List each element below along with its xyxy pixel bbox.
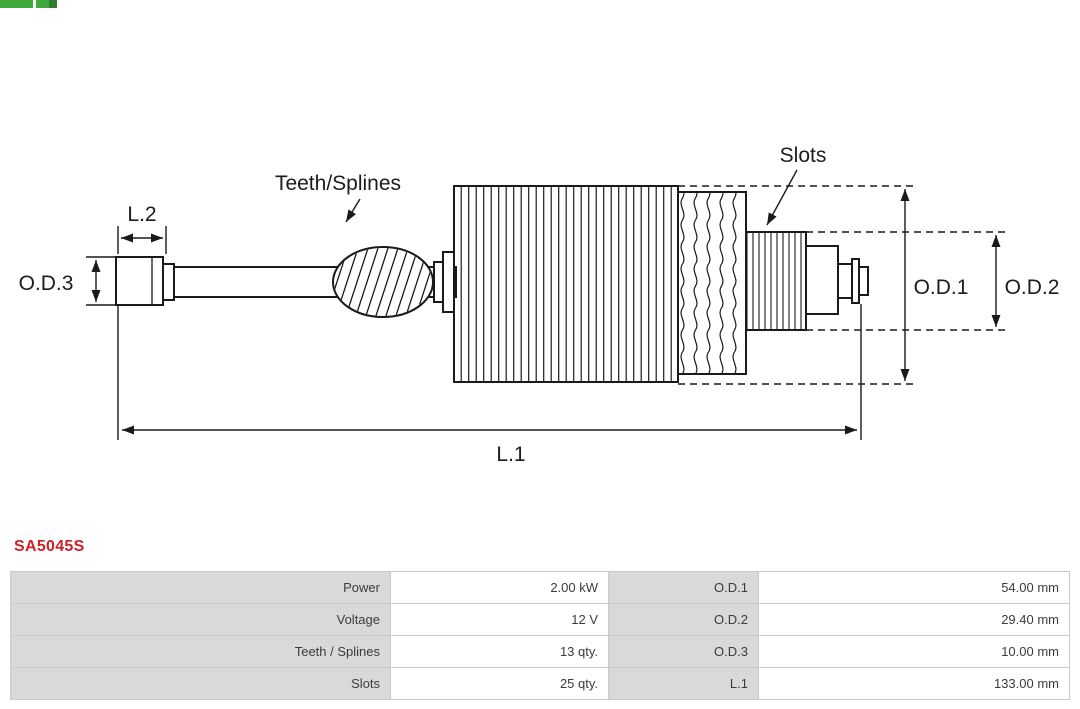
table-row: Voltage 12 V O.D.2 29.40 mm — [10, 603, 1070, 636]
teeth-splines-label: Teeth/Splines — [275, 172, 401, 195]
spec-label: O.D.2 — [608, 603, 759, 636]
spec-value: 29.40 mm — [758, 603, 1070, 636]
table-row: Teeth / Splines 13 qty. O.D.3 10.00 mm — [10, 635, 1070, 668]
od1-label: O.D.1 — [914, 276, 969, 299]
shaft-right-end — [851, 258, 869, 304]
spec-value: 133.00 mm — [758, 667, 1070, 700]
dimension-od3: O.D.3 — [19, 256, 118, 306]
shaft-left-end — [115, 256, 175, 306]
brand-logo-fragment — [0, 0, 57, 8]
dimension-l2: L.2 — [117, 203, 167, 254]
right-cylinder — [805, 245, 839, 315]
spec-label: O.D.3 — [608, 635, 759, 668]
spec-label: Slots — [10, 667, 391, 700]
od2-label: O.D.2 — [1005, 276, 1060, 299]
od3-label: O.D.3 — [19, 272, 74, 295]
spec-label: Voltage — [10, 603, 391, 636]
laminated-core — [453, 185, 679, 383]
spec-label: Teeth / Splines — [10, 635, 391, 668]
dimension-od2: O.D.2 — [991, 235, 1060, 327]
slots-label: Slots — [780, 144, 827, 167]
spec-value: 10.00 mm — [758, 635, 1070, 668]
commutator-windings — [677, 191, 747, 375]
armature-technical-drawing: O.D.3 L.2 O.D.1 O.D.2 L.1 Slots Teeth/Sp… — [19, 144, 1060, 466]
callout-teeth-splines: Teeth/Splines — [275, 172, 401, 223]
armature-body — [115, 185, 869, 383]
commutator-bars — [745, 231, 807, 331]
spec-value: 12 V — [390, 603, 609, 636]
spec-value: 13 qty. — [390, 635, 609, 668]
spec-value: 54.00 mm — [758, 571, 1070, 604]
right-shaft — [837, 263, 853, 299]
l1-label: L.1 — [496, 443, 525, 466]
spec-label: L.1 — [608, 667, 759, 700]
spec-value: 2.00 kW — [390, 571, 609, 604]
spec-value: 25 qty. — [390, 667, 609, 700]
l2-label: L.2 — [127, 203, 156, 226]
spec-label: O.D.1 — [608, 571, 759, 604]
table-row: Slots 25 qty. L.1 133.00 mm — [10, 667, 1070, 700]
spec-label: Power — [10, 571, 391, 604]
callout-slots: Slots — [766, 144, 827, 226]
specs-table: Power 2.00 kW O.D.1 54.00 mm Voltage 12 … — [10, 571, 1070, 700]
table-row: Power 2.00 kW O.D.1 54.00 mm — [10, 571, 1070, 604]
dimension-l1: L.1 — [117, 304, 862, 466]
teeth-splines-section — [332, 246, 434, 318]
collar-steps — [433, 251, 455, 313]
part-number: SA5045S — [14, 538, 85, 555]
dimension-od1: O.D.1 — [900, 189, 969, 381]
